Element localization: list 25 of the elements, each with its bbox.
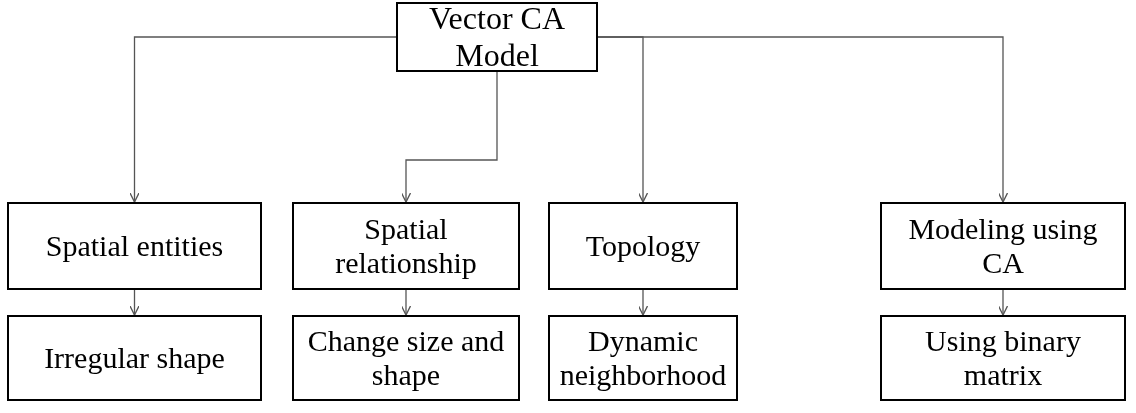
arrow [400,71,498,203]
box-label: Change size and shape [306,323,506,393]
process-box [7,202,262,290]
arrow [997,289,1009,316]
box-label: Irregular shape [44,340,225,376]
arrow [400,289,412,316]
process-box [396,2,598,72]
process-box [880,202,1126,290]
process-box [880,315,1126,401]
box-label: Spatial relationship [334,211,478,281]
box-label: Dynamic neighborhood [558,323,728,393]
process-box [7,315,262,401]
box-label: Spatial entities [45,228,224,264]
arrow [129,289,140,316]
box-label: Using binary matrix [924,323,1082,393]
box-label: Vector CA Model [428,0,566,74]
process-box [548,315,738,401]
arrow [637,289,649,316]
box-label: Modeling using CA [907,211,1099,281]
process-box [292,315,520,401]
box-label: Topology [585,228,701,264]
arrow [597,36,1009,203]
process-box [548,202,738,290]
process-box [292,202,520,290]
arrow [129,36,397,203]
